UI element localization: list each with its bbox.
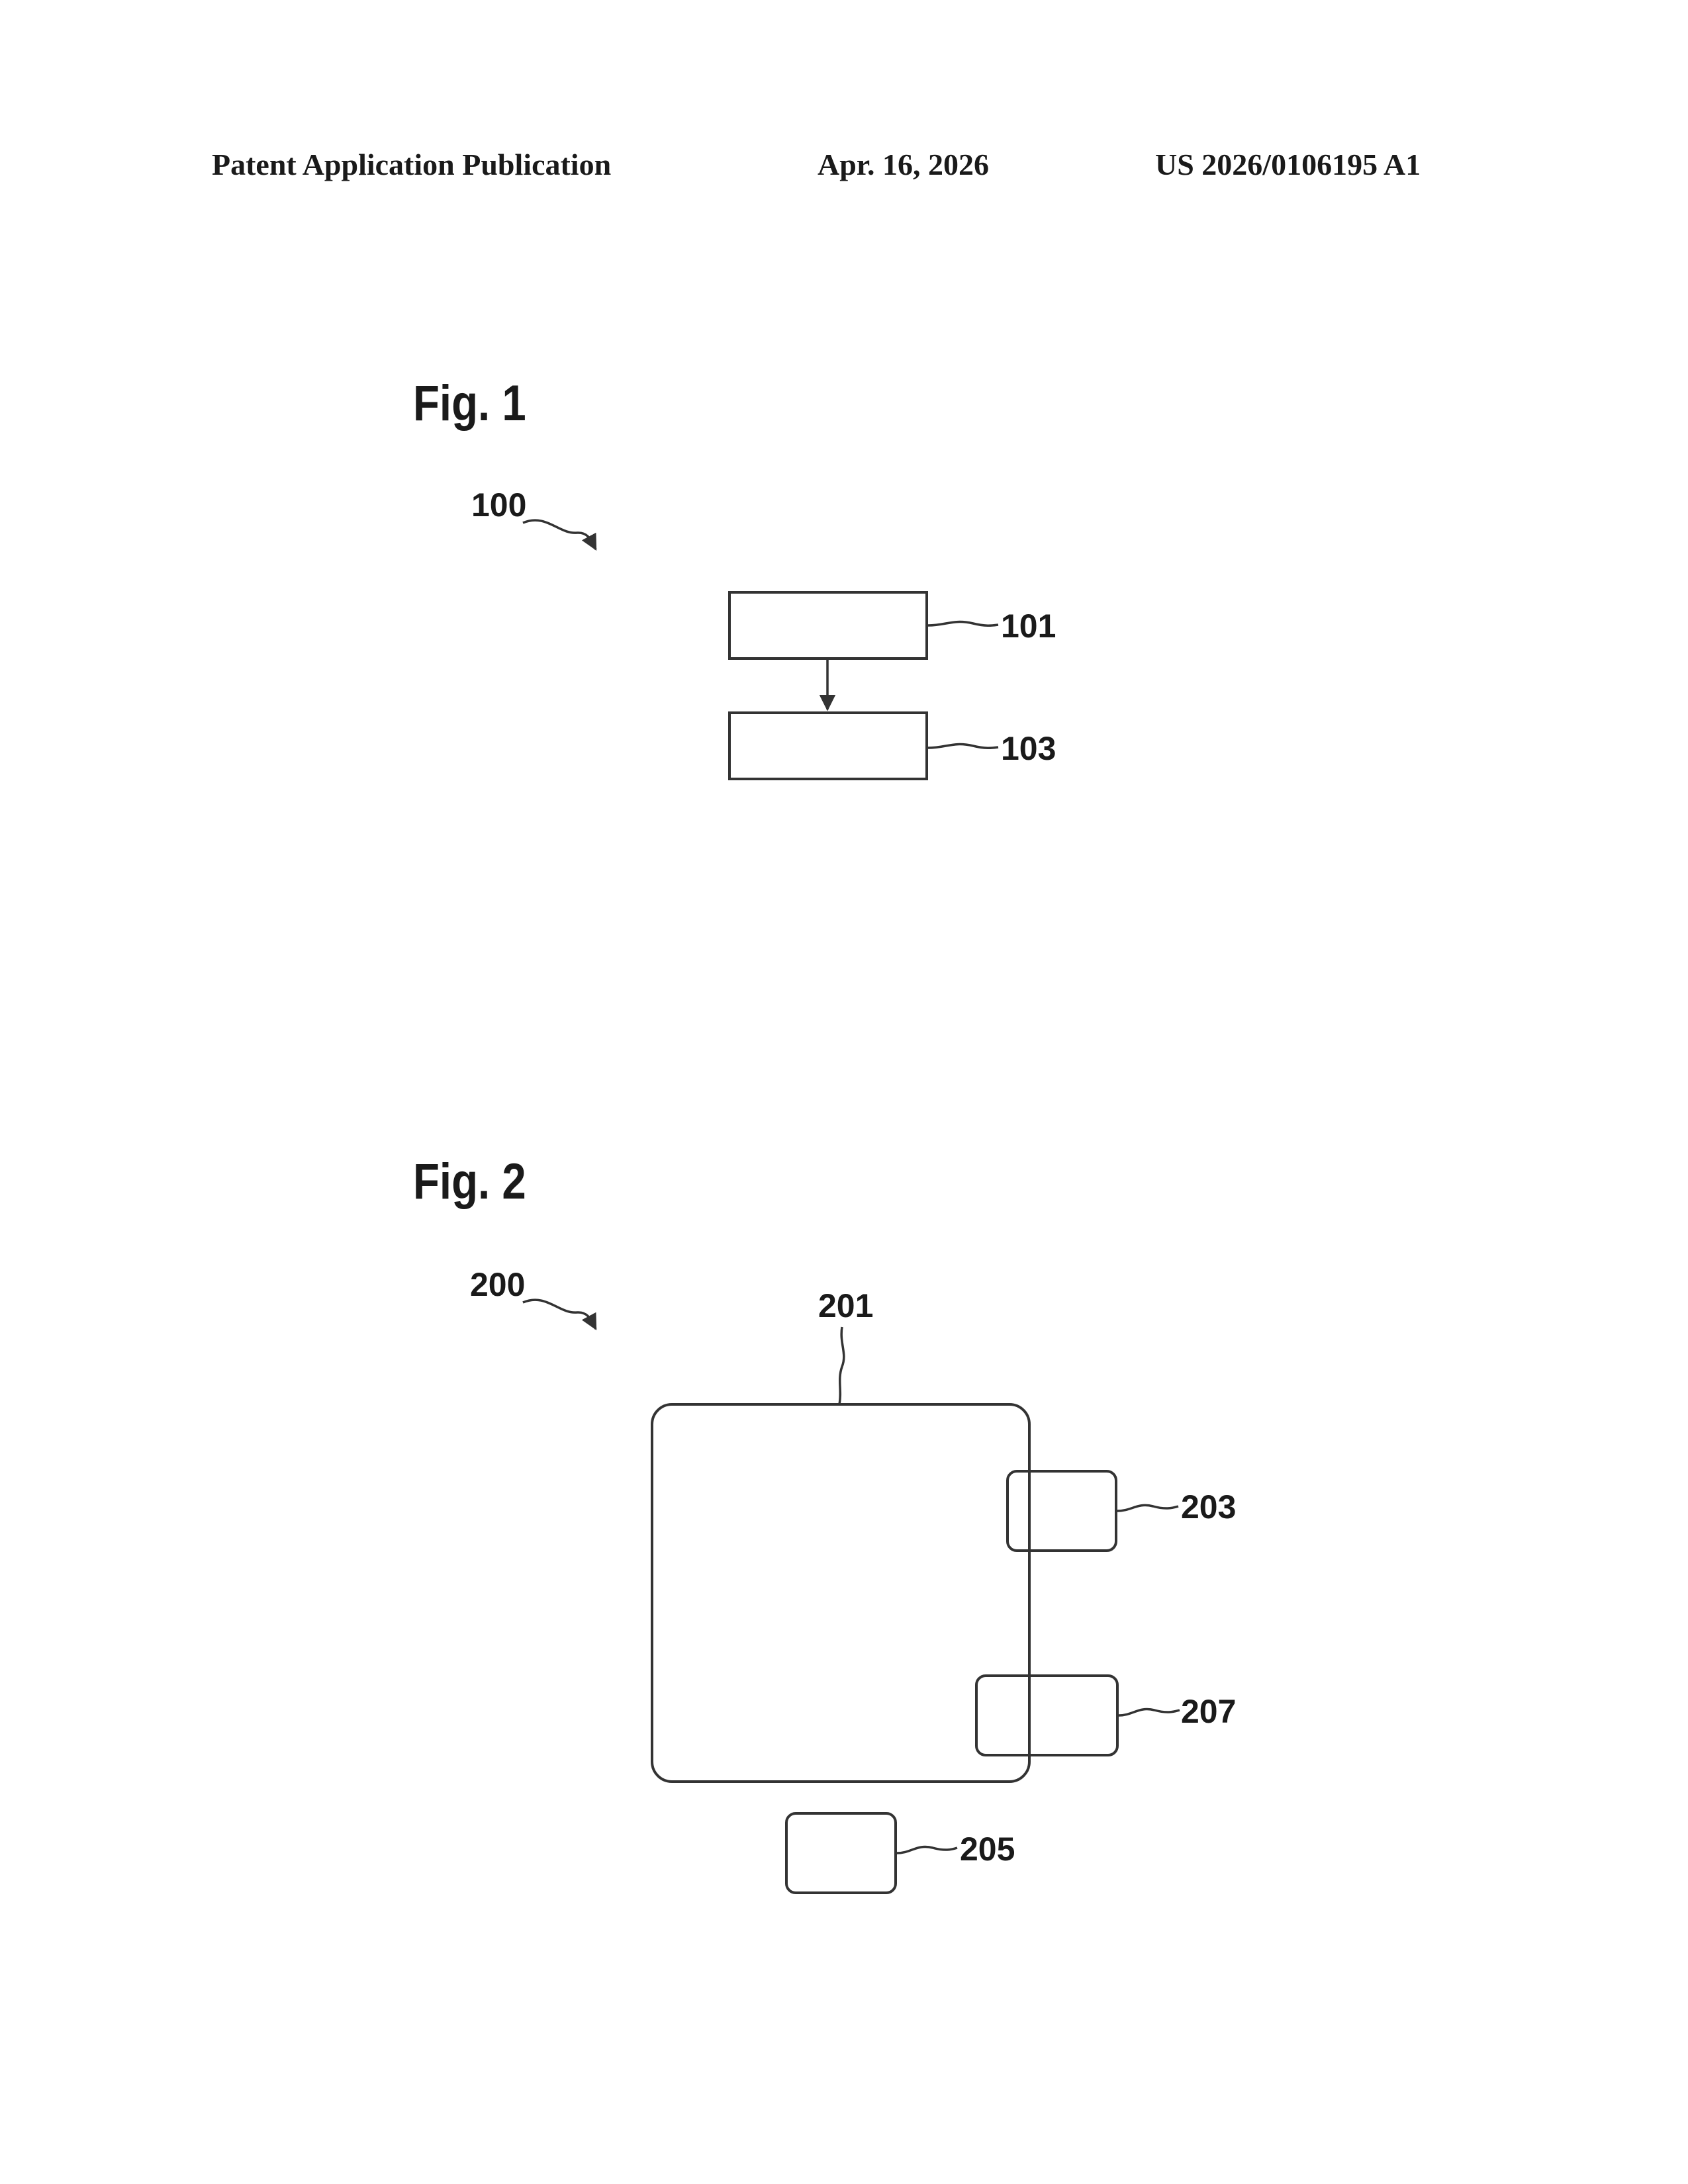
figure-2-diagram: 200 201 203 207 205 [470, 1266, 1236, 1893]
leader-line-205 [897, 1847, 957, 1853]
block-205 [786, 1813, 896, 1893]
block-101 [729, 592, 927, 659]
ref-label-100: 100 [471, 486, 526, 523]
block-103 [729, 713, 927, 779]
leader-line-101 [928, 622, 998, 626]
ref-label-101: 101 [1001, 608, 1056, 645]
ref-arrow-200 [523, 1300, 596, 1329]
ref-label-203: 203 [1181, 1488, 1236, 1525]
ref-label-207: 207 [1181, 1693, 1236, 1730]
leader-line-207 [1119, 1709, 1180, 1715]
block-203 [1008, 1471, 1116, 1551]
ref-arrow-100 [523, 520, 596, 549]
ref-label-200: 200 [470, 1266, 525, 1303]
ref-label-103: 103 [1001, 730, 1056, 767]
leader-line-103 [928, 745, 998, 749]
figure-1-diagram: 100 101 103 [471, 486, 1056, 779]
leader-line-201 [839, 1327, 844, 1404]
block-207 [976, 1676, 1117, 1755]
leader-line-203 [1117, 1505, 1178, 1511]
ref-label-201: 201 [818, 1287, 873, 1324]
ref-label-205: 205 [960, 1831, 1015, 1868]
block-201 [652, 1404, 1029, 1782]
